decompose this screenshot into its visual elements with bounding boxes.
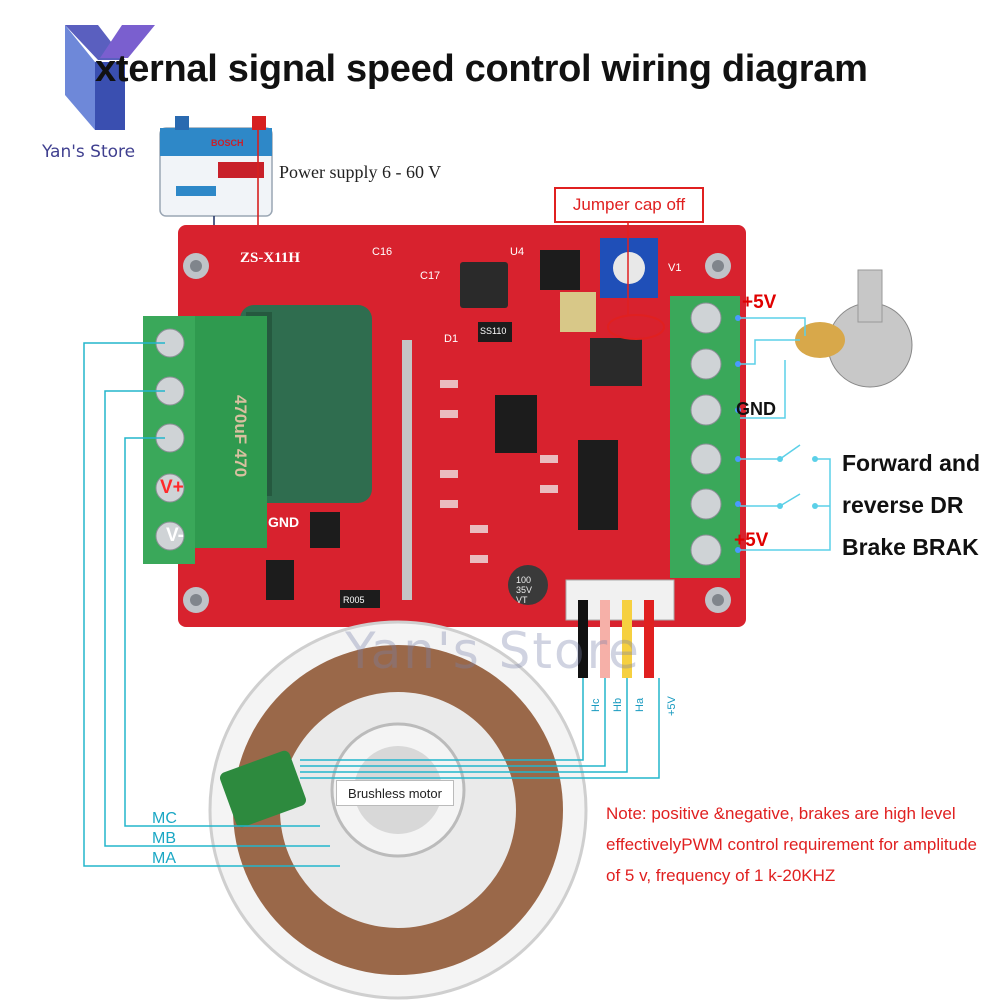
phase-mb-label: MB [152, 830, 176, 847]
forward-reverse-label-line1: Forward and [842, 450, 981, 476]
chip-label-r005: R005 [343, 595, 365, 605]
power-supply-label: Power supply 6 - 60 V [279, 162, 442, 182]
chip-label-ss110: SS110 [480, 326, 507, 336]
capacitor-label: 470uF 470 [231, 395, 250, 478]
hall-wires [300, 678, 660, 779]
hall-wire-5v: +5V [666, 696, 678, 716]
note-text: Note: positive &negative, brakes are hig… [606, 804, 978, 885]
hall-wire-hc: Hc [590, 698, 602, 712]
chip-label-v1: V1 [668, 262, 682, 274]
right-terminal-block [670, 296, 741, 578]
plus5v-top-label: +5V [742, 292, 777, 313]
jumper-cap-label: Jumper cap off [554, 187, 704, 223]
board-model-label: ZS-X11H [240, 250, 301, 266]
switch-wires [740, 444, 831, 551]
chip-label-u4: U4 [510, 246, 525, 258]
hall-connector [565, 579, 675, 678]
battery-brand: BOSCH [211, 138, 244, 148]
phase-wires [83, 342, 340, 867]
hall-wire-ha: Ha [634, 697, 646, 712]
controller-board [178, 222, 746, 627]
potentiometer [795, 269, 913, 388]
phase-ma-label: MA [152, 850, 176, 867]
plus5v-bottom-label: +5V [734, 530, 769, 551]
chip-label-d1: D1 [444, 333, 459, 345]
small-capacitor-label: 100 35V VT [516, 575, 533, 605]
left-terminal-block [143, 316, 267, 564]
board-gnd-label: GND [268, 514, 300, 530]
chip-label-c17: C17 [420, 270, 441, 282]
store-logo [65, 25, 155, 130]
watermark-text: Yan's Store [345, 622, 641, 680]
brake-label: Brake BRAK [842, 534, 979, 560]
battery [159, 116, 273, 217]
hall-wire-hb: Hb [612, 697, 624, 712]
brand-name: Yan's Store [42, 142, 136, 162]
v-plus-label: V+ [160, 477, 184, 498]
gnd-label: GND [736, 399, 776, 419]
page-title: xternal signal speed control wiring diag… [95, 48, 868, 90]
chip-label-c16: C16 [372, 246, 393, 258]
forward-reverse-label-line2: reverse DR [842, 492, 964, 518]
phase-mc-label: MC [152, 810, 177, 827]
brushless-motor-label: Brushless motor [336, 780, 454, 806]
v-minus-label: V- [166, 525, 184, 546]
